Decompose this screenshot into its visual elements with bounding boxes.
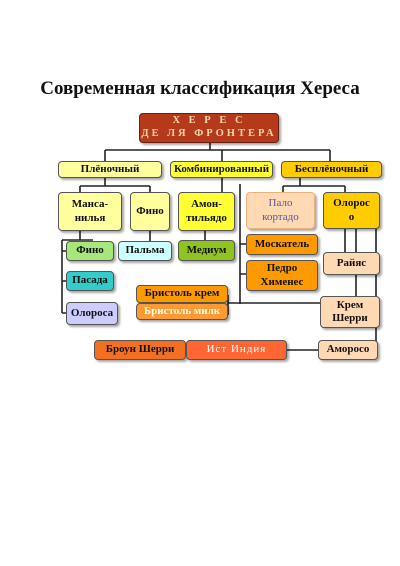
node-broun-sherri: Броун Шерри <box>94 340 186 360</box>
node-fino-top: Фино <box>130 192 170 231</box>
node-bespenochny: Бесплёночный <box>281 161 382 178</box>
page-title: Современная классификация Хереса <box>40 78 360 99</box>
node-bristol-milk: Бристоль милк <box>136 303 228 320</box>
node-amoroso: Аморосо <box>318 340 378 360</box>
node-palo-kortado: Пало кортадо <box>246 192 315 229</box>
node-pasada: Пасада <box>66 271 114 291</box>
node-palma: Пальма <box>118 241 172 261</box>
node-kombinirovanny: Комбинированный <box>170 161 273 178</box>
node-amontilyado: Амон- тильядо <box>178 192 235 231</box>
node-ist-india: Ист Индия <box>186 340 287 360</box>
node-plenochny: Плёночный <box>58 161 162 178</box>
node-olorosa: Олороса <box>66 302 118 325</box>
node-moskatel: Москатель <box>246 234 318 255</box>
root-node-heres: Х Е Р Е С ДЕ ЛЯ ФРОНТЕРА <box>139 113 279 143</box>
node-oloroso-top: Олорос о <box>323 192 380 229</box>
node-krem-sherri: Крем Шерри <box>320 296 380 328</box>
node-rayas: Райяс <box>323 252 380 275</box>
node-fino-2: Фино <box>66 241 114 261</box>
node-mansanilya: Манса- нилья <box>58 192 122 231</box>
node-pedro-khimenes: Педро Хименес <box>246 260 318 291</box>
node-medium: Медиум <box>178 240 235 261</box>
node-bristol-krem: Бристоль крем <box>136 285 228 303</box>
